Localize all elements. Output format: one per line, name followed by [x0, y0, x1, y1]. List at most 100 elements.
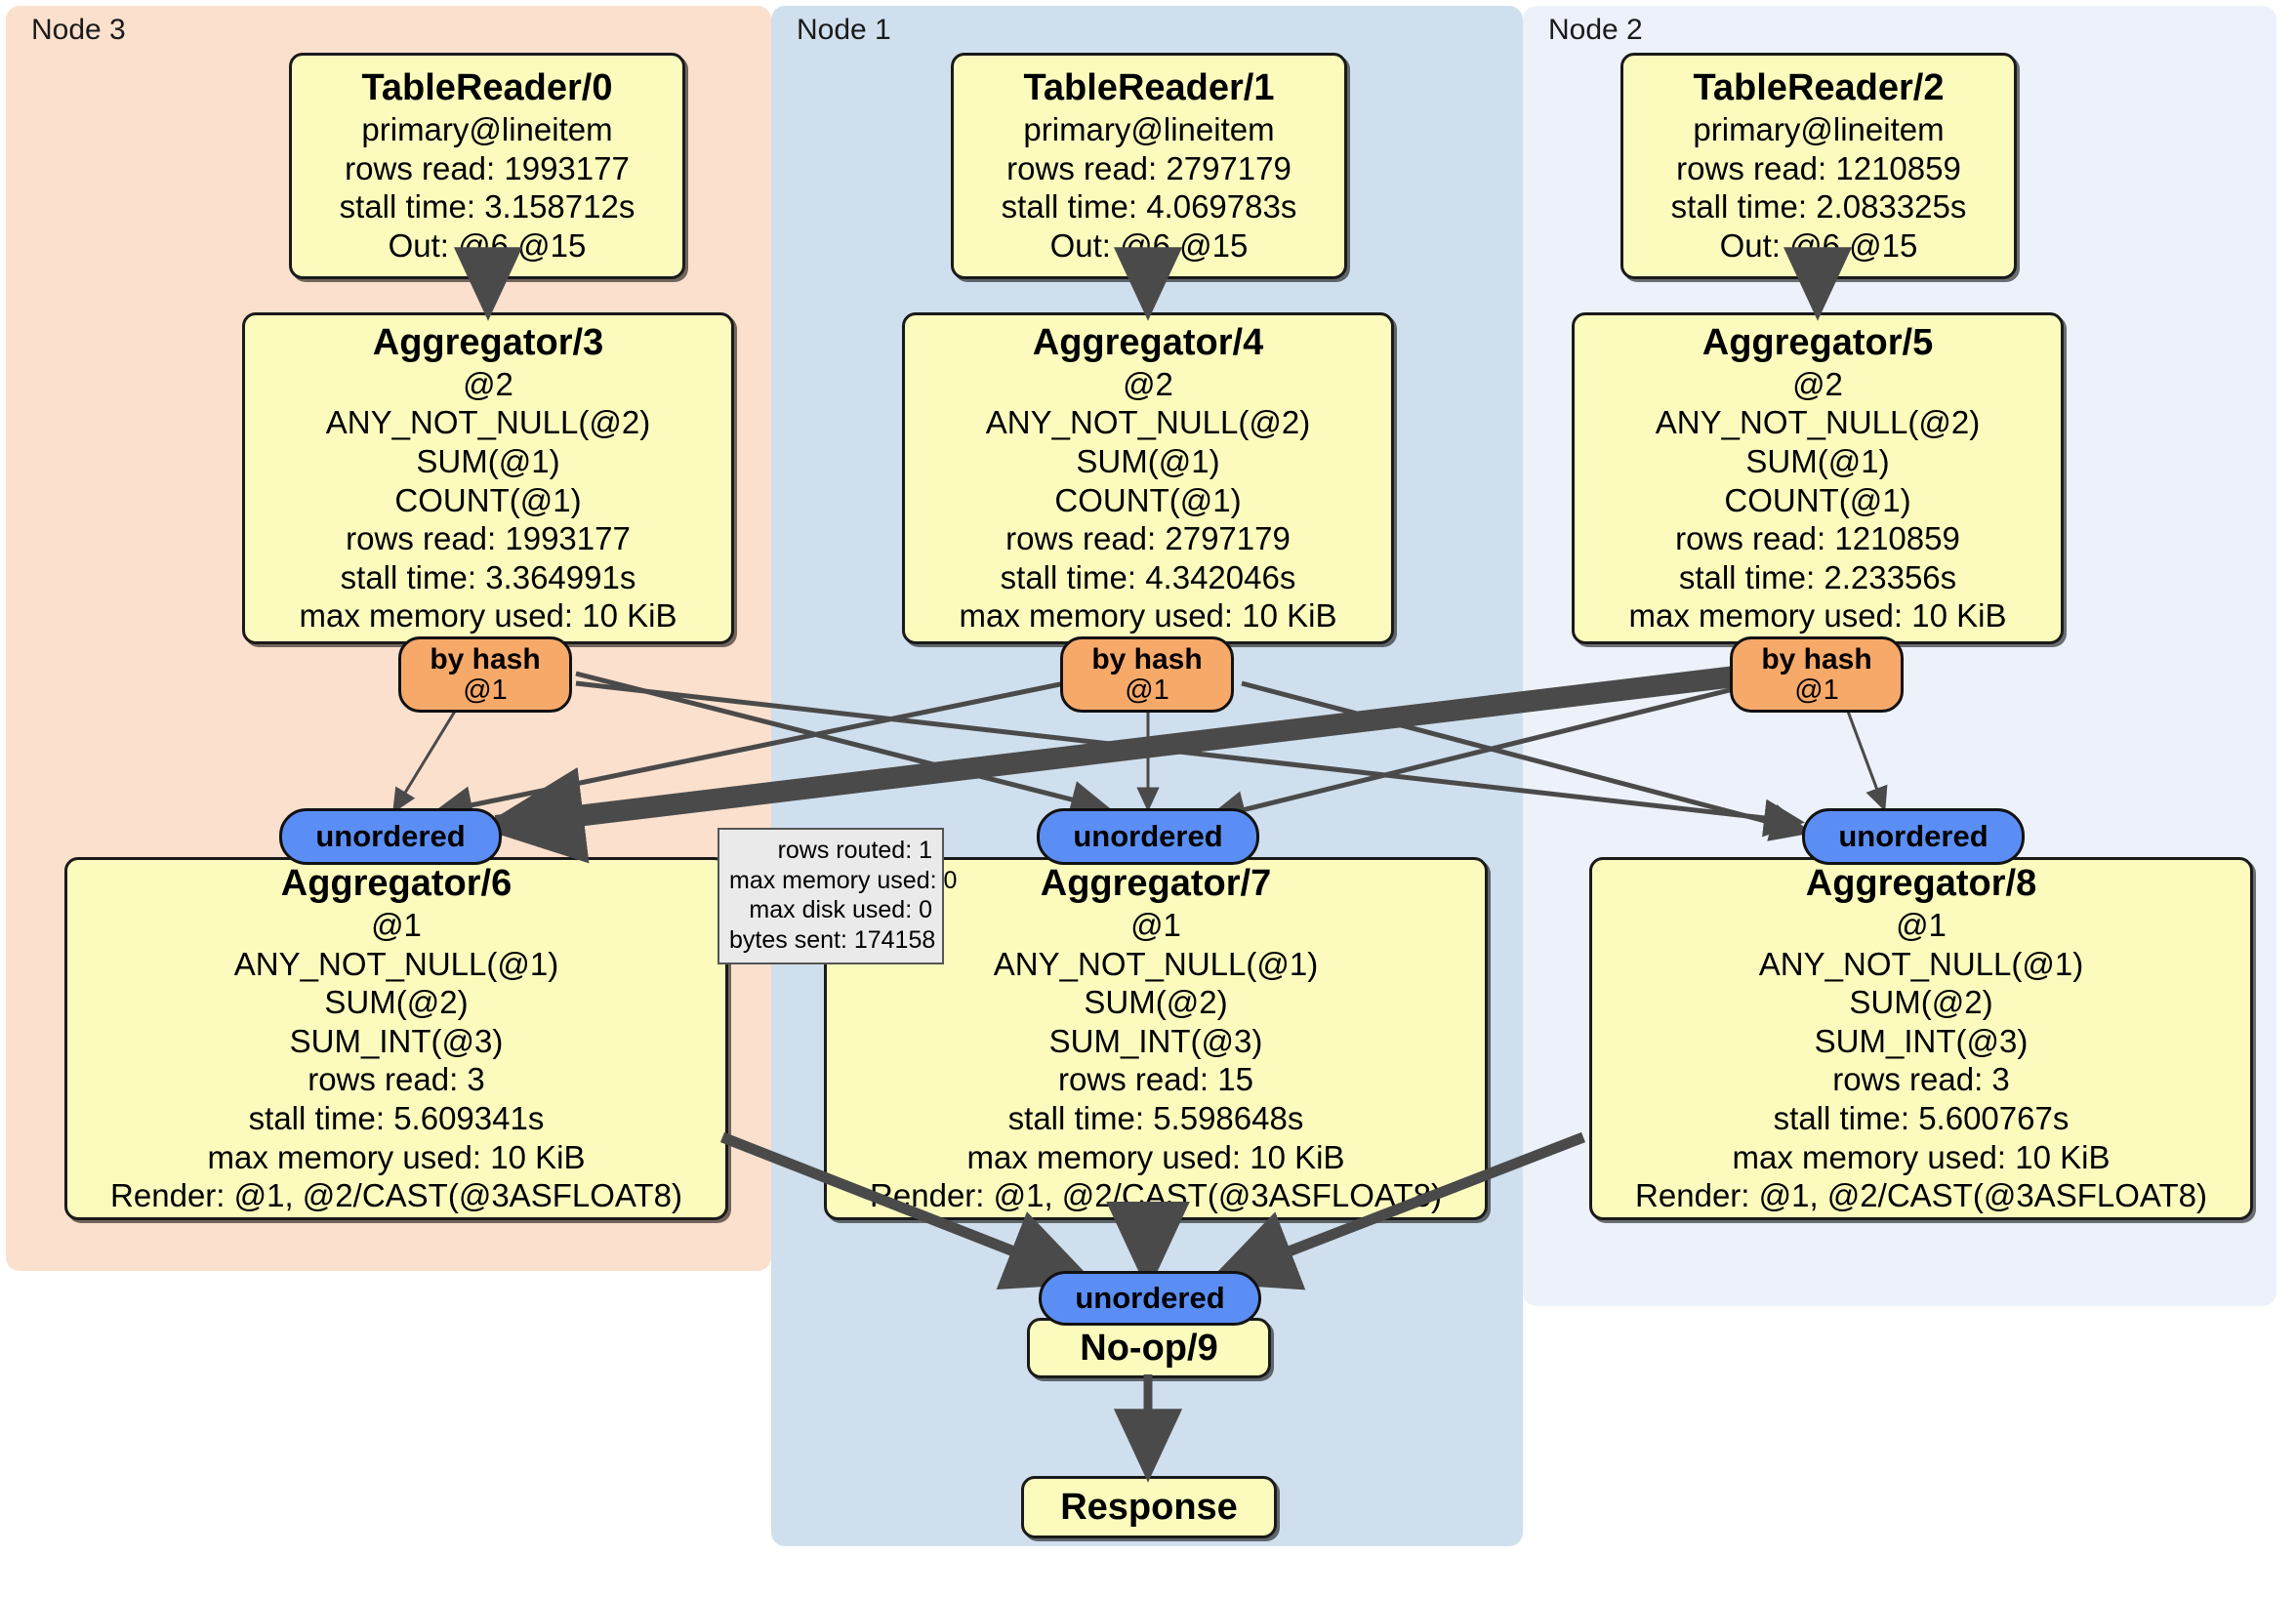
node-detail: max memory used: 10 KiB — [959, 597, 1337, 635]
processor-table-reader-1[interactable]: TableReader/1 primary@lineitem rows read… — [951, 53, 1347, 279]
node-detail: primary@lineitem — [1693, 111, 1945, 148]
node-detail: max memory used: 10 KiB — [1732, 1138, 2111, 1175]
node-detail: Render: @1, @2/CAST(@3ASFLOAT8) — [110, 1177, 682, 1214]
node-detail: Out: @6,@15 — [388, 227, 587, 264]
node-detail: max memory used: 10 KiB — [207, 1138, 586, 1175]
node-detail: SUM(@1) — [1745, 443, 1890, 480]
node-detail: @1 — [371, 907, 422, 944]
node-detail: rows read: 1993177 — [345, 149, 630, 186]
node-detail: rows read: 2797179 — [1005, 520, 1291, 557]
node-detail: stall time: 3.364991s — [340, 558, 636, 595]
node-title: Aggregator/4 — [1032, 322, 1264, 363]
node-detail: stall time: 4.342046s — [1000, 558, 1296, 595]
node-title: Aggregator/5 — [1702, 322, 1934, 363]
receiver-unordered-node-2[interactable]: unordered — [1802, 808, 2025, 865]
stream-stats-tooltip: rows routed: 1 max memory used: 0 max di… — [718, 828, 958, 964]
node-detail: SUM_INT(@3) — [1048, 1022, 1263, 1059]
node-detail: COUNT(@1) — [394, 481, 582, 518]
router-column: @1 — [1794, 674, 1839, 706]
node-detail: @2 — [463, 365, 513, 402]
receiver-unordered-node-1[interactable]: unordered — [1037, 808, 1259, 865]
router-kind: by hash — [1761, 642, 1872, 676]
receiver-label: unordered — [315, 819, 466, 853]
router-kind: by hash — [430, 642, 541, 676]
stat-bytes-sent: bytes sent: 174158 — [729, 925, 936, 954]
node-detail: COUNT(@1) — [1054, 481, 1242, 518]
node-detail: max memory used: 10 KiB — [1628, 597, 2007, 635]
receiver-unordered-node-3[interactable]: unordered — [279, 808, 502, 865]
processor-aggregator-5[interactable]: Aggregator/5 @2 ANY_NOT_NULL(@2) SUM(@1)… — [1572, 312, 2064, 644]
node-title: TableReader/1 — [1023, 67, 1275, 109]
node-detail: ANY_NOT_NULL(@2) — [325, 404, 651, 441]
processor-aggregator-6[interactable]: Aggregator/6 @1 ANY_NOT_NULL(@1) SUM(@2)… — [64, 857, 728, 1220]
processor-response[interactable]: Response — [1021, 1476, 1277, 1538]
node-detail: SUM_INT(@3) — [1814, 1022, 2029, 1059]
node-title: TableReader/0 — [361, 67, 613, 109]
node-detail: Render: @1, @2/CAST(@3ASFLOAT8) — [1635, 1177, 2207, 1214]
node-detail: primary@lineitem — [361, 111, 613, 148]
node-detail: rows read: 2797179 — [1006, 149, 1292, 186]
cluster-label-node-1: Node 1 — [797, 14, 891, 46]
receiver-unordered-final[interactable]: unordered — [1039, 1271, 1261, 1326]
node-detail: Out: @6,@15 — [1049, 227, 1249, 264]
node-detail: rows read: 1210859 — [1675, 520, 1960, 557]
receiver-label: unordered — [1073, 819, 1223, 853]
router-column: @1 — [1125, 674, 1169, 706]
node-title: Aggregator/7 — [1040, 863, 1272, 905]
router-kind: by hash — [1091, 642, 1203, 676]
node-detail: ANY_NOT_NULL(@2) — [1655, 404, 1981, 441]
processor-aggregator-4[interactable]: Aggregator/4 @2 ANY_NOT_NULL(@2) SUM(@1)… — [902, 312, 1394, 644]
processor-aggregator-3[interactable]: Aggregator/3 @2 ANY_NOT_NULL(@2) SUM(@1)… — [242, 312, 734, 644]
processor-no-op-9[interactable]: No-op/9 — [1027, 1318, 1271, 1378]
receiver-label: unordered — [1838, 819, 1988, 853]
node-title: Aggregator/6 — [280, 863, 512, 905]
node-detail: SUM(@2) — [1084, 984, 1228, 1021]
node-title: TableReader/2 — [1693, 67, 1945, 109]
node-detail: @2 — [1792, 365, 1843, 402]
router-by-hash-node-3[interactable]: by hash @1 — [398, 636, 572, 713]
node-detail: rows read: 3 — [308, 1061, 485, 1098]
node-detail: COUNT(@1) — [1724, 481, 1911, 518]
node-detail: @1 — [1896, 907, 1947, 944]
node-detail: stall time: 3.158712s — [339, 188, 636, 225]
node-detail: stall time: 4.069783s — [1001, 188, 1297, 225]
stat-max-disk-used: max disk used: 0 — [749, 896, 932, 923]
node-detail: max memory used: 10 KiB — [299, 597, 677, 635]
node-detail: SUM(@1) — [1076, 443, 1220, 480]
router-column: @1 — [463, 674, 508, 706]
node-title: No-op/9 — [1080, 1327, 1218, 1369]
node-detail: Render: @1, @2/CAST(@3ASFLOAT8) — [870, 1177, 1442, 1214]
node-detail: SUM_INT(@3) — [289, 1022, 504, 1059]
processor-table-reader-0[interactable]: TableReader/0 primary@lineitem rows read… — [289, 53, 685, 279]
node-detail: Out: @6,@15 — [1719, 227, 1918, 264]
node-detail: SUM(@2) — [324, 984, 469, 1021]
processor-aggregator-8[interactable]: Aggregator/8 @1 ANY_NOT_NULL(@1) SUM(@2)… — [1589, 857, 2253, 1220]
node-detail: rows read: 3 — [1832, 1061, 2010, 1098]
node-detail: SUM(@1) — [416, 443, 560, 480]
node-detail: ANY_NOT_NULL(@2) — [985, 404, 1311, 441]
router-by-hash-node-1[interactable]: by hash @1 — [1060, 636, 1234, 713]
node-title: Aggregator/3 — [372, 322, 604, 363]
stat-rows-routed: rows routed: 1 — [777, 837, 932, 864]
node-detail: rows read: 15 — [1058, 1061, 1253, 1098]
node-detail: SUM(@2) — [1849, 984, 1993, 1021]
node-detail: @2 — [1123, 365, 1173, 402]
node-detail: rows read: 1993177 — [346, 520, 631, 557]
processor-table-reader-2[interactable]: TableReader/2 primary@lineitem rows read… — [1620, 53, 2017, 279]
cluster-label-node-3: Node 3 — [31, 14, 126, 46]
node-detail: ANY_NOT_NULL(@1) — [1758, 945, 2084, 982]
node-detail: max memory used: 10 KiB — [966, 1138, 1345, 1175]
node-detail: stall time: 5.600767s — [1773, 1100, 2070, 1136]
node-detail: primary@lineitem — [1023, 111, 1275, 148]
stat-max-memory-used: max memory used: 0 — [729, 866, 958, 894]
node-detail: rows read: 1210859 — [1676, 149, 1961, 186]
node-detail: @1 — [1130, 907, 1181, 944]
node-title: Aggregator/8 — [1805, 863, 2037, 905]
node-detail: stall time: 2.083325s — [1670, 188, 1967, 225]
node-detail: stall time: 5.598648s — [1007, 1100, 1304, 1136]
node-title: Response — [1060, 1486, 1238, 1528]
node-detail: stall time: 5.609341s — [248, 1100, 545, 1136]
node-detail: stall time: 2.23356s — [1678, 558, 1957, 595]
router-by-hash-node-2[interactable]: by hash @1 — [1730, 636, 1904, 713]
